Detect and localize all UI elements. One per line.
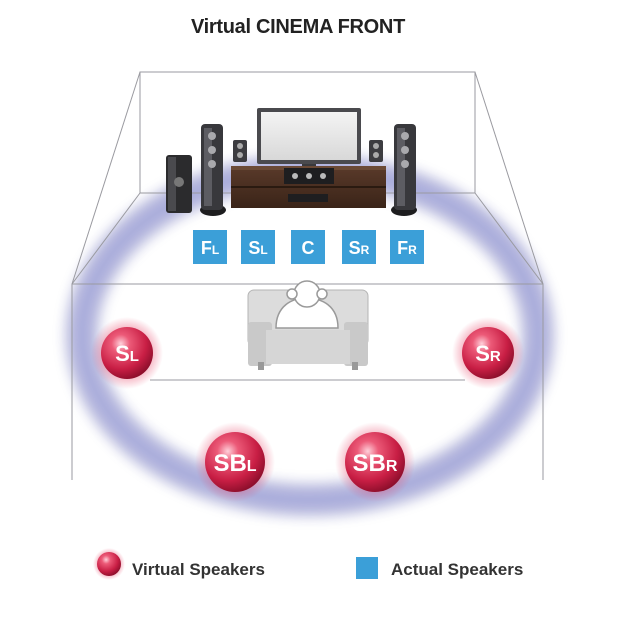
actual-speaker-label: FR <box>397 238 417 258</box>
actual-speaker-row: FL SL C SR FR <box>193 230 424 264</box>
actual-speaker-fl: FL <box>193 230 227 264</box>
actual-speaker-fr: FR <box>390 230 424 264</box>
home-theater-setup <box>166 108 417 216</box>
virtual-speaker-group: SL SR SBL SBR <box>91 317 524 502</box>
virtual-speaker-label: SL <box>115 341 139 366</box>
actual-speaker-label: SL <box>248 238 267 258</box>
listener-icon <box>275 280 339 329</box>
actual-speaker-label: C <box>302 238 315 258</box>
legend-virtual-swatch <box>97 552 121 576</box>
left-tower-speaker-icon <box>200 124 226 216</box>
actual-speaker-sl: SL <box>241 230 275 264</box>
diagram-title: Virtual CINEMA FRONT <box>190 16 405 38</box>
virtual-speaker-sbl: SBL <box>195 422 275 502</box>
legend <box>93 548 378 580</box>
legend-virtual-label: Virtual Speakers <box>132 560 265 579</box>
actual-speaker-c: C <box>291 230 325 264</box>
virtual-speaker-label: SBR <box>353 450 398 477</box>
actual-speaker-label: FL <box>201 238 219 258</box>
right-bookshelf-speaker-icon <box>369 140 383 162</box>
virtual-speaker-label: SBL <box>213 450 256 477</box>
right-tower-speaker-icon <box>391 124 417 216</box>
virtual-speaker-sr: SR <box>452 317 524 389</box>
subwoofer-icon <box>166 155 192 213</box>
left-bookshelf-speaker-icon <box>233 140 247 162</box>
actual-speaker-label: SR <box>349 238 370 258</box>
virtual-speaker-label: SR <box>475 341 501 366</box>
actual-speaker-sr: SR <box>342 230 376 264</box>
legend-actual-label: Actual Speakers <box>391 560 524 579</box>
av-cabinet-icon <box>231 166 386 208</box>
virtual-speaker-sbr: SBR <box>335 422 415 502</box>
television-icon <box>257 108 361 170</box>
virtual-speaker-sl: SL <box>91 317 163 389</box>
legend-actual-swatch <box>356 557 378 579</box>
